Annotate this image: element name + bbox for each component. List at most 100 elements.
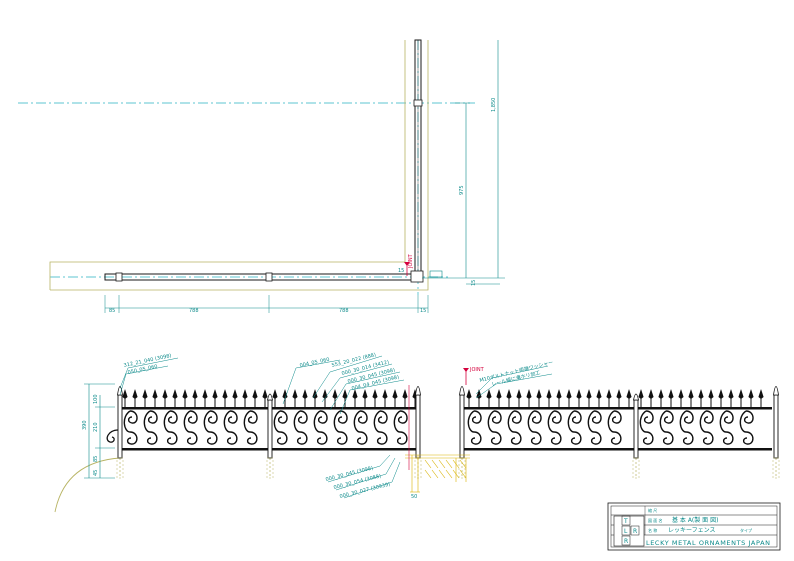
small-dim: 50 <box>411 494 417 500</box>
scroll-lower <box>547 410 562 445</box>
scroll-upper <box>207 410 218 424</box>
bottom-rail <box>120 448 270 451</box>
tb-row2-label: 図 面 名 <box>648 517 663 523</box>
ground-arc <box>54 457 121 513</box>
post-footing <box>632 457 640 479</box>
spear-head <box>302 389 308 399</box>
spear-head <box>272 389 278 399</box>
scroll-lower <box>567 410 582 445</box>
company-logo: T L R R <box>613 515 645 547</box>
scroll-upper <box>337 410 348 424</box>
dim-vertical-small: 15 <box>471 280 477 286</box>
scroll-lower <box>507 410 522 445</box>
spear-head <box>748 389 754 399</box>
spear-head <box>352 389 358 399</box>
scroll-upper <box>247 410 258 424</box>
spear-head <box>688 389 694 399</box>
post-finial <box>633 393 639 401</box>
spear-head <box>586 389 592 399</box>
top-rail <box>120 407 270 410</box>
tb-row1-label: 縮 尺 <box>648 507 657 513</box>
spear-head <box>698 389 704 399</box>
elev-joint-label: JOINT <box>469 367 485 373</box>
scroll-lower <box>393 410 408 445</box>
post-finial <box>459 386 465 396</box>
spear-head <box>506 389 512 399</box>
scroll-lower <box>353 410 368 445</box>
spear-head <box>222 389 228 399</box>
fence-post <box>773 394 779 459</box>
spear-head <box>606 389 612 399</box>
plan-post-corner <box>410 270 424 283</box>
plan-post-left <box>115 272 123 282</box>
scroll-lower <box>123 410 138 445</box>
spear-head <box>292 389 298 399</box>
spear-head <box>242 389 248 399</box>
logo-letter-4: R <box>624 538 628 545</box>
post-footing <box>266 457 274 479</box>
spear-head <box>596 389 602 399</box>
scroll-upper <box>471 410 482 424</box>
scroll-upper <box>147 410 158 424</box>
spear-head <box>516 389 522 399</box>
fence-post <box>459 394 465 459</box>
spear-head <box>486 389 492 399</box>
fence-post <box>633 399 639 459</box>
spear-head <box>152 389 158 399</box>
scroll-upper <box>127 410 138 424</box>
scroll-upper <box>317 410 328 424</box>
spear-head <box>262 389 268 399</box>
scroll-lower <box>333 410 348 445</box>
spear-head <box>332 389 338 399</box>
spear-head <box>526 389 532 399</box>
dim-bottom: 85 <box>93 456 99 462</box>
scroll-upper <box>591 410 602 424</box>
top-rail <box>464 407 636 410</box>
spear-head <box>758 389 764 399</box>
spear-head <box>678 389 684 399</box>
scroll-upper <box>703 410 714 424</box>
tb-company: LECKY METAL ORNAMENTS JAPAN <box>646 539 771 547</box>
dim-h-seg2: 788 <box>339 308 349 314</box>
plan-post-top <box>413 99 423 107</box>
scroll-lower <box>587 410 602 445</box>
spear-head <box>718 389 724 399</box>
scroll-upper <box>167 410 178 424</box>
dim-corner-small: 15 <box>398 268 404 274</box>
spear-head <box>202 389 208 399</box>
dim-h-right: 15 <box>420 308 426 314</box>
elevation-view: 390 100 210 85 45 50 JOINT <box>54 352 780 513</box>
scroll-upper <box>511 410 522 424</box>
scroll-upper <box>377 410 388 424</box>
dim-h-seg1: 788 <box>189 308 199 314</box>
post-footing <box>772 457 780 479</box>
spear-head <box>372 389 378 399</box>
bottom-rail <box>636 448 772 451</box>
base-outline-inner <box>50 40 429 291</box>
scroll-lower <box>203 410 218 445</box>
ground-hatching <box>405 454 470 493</box>
fence-post <box>117 394 123 459</box>
spear-head <box>556 389 562 399</box>
spear-head <box>708 389 714 399</box>
scroll-lower <box>679 410 694 445</box>
spear-head <box>566 389 572 399</box>
post-finial <box>415 386 421 396</box>
scroll-upper <box>491 410 502 424</box>
dim-mid: 210 <box>93 422 99 432</box>
scroll-upper <box>551 410 562 424</box>
fence-panels <box>106 386 780 479</box>
scroll-lower <box>719 410 734 445</box>
spear-head <box>322 389 328 399</box>
tb-row3-label: 名 称 <box>648 527 657 533</box>
scroll-lower <box>163 410 178 445</box>
dim-bottom2: 45 <box>93 470 99 476</box>
scroll-lower <box>243 410 258 445</box>
scroll-upper <box>663 410 674 424</box>
scroll-lower <box>699 410 714 445</box>
callout-mid-1: 004_05_060 <box>299 357 330 369</box>
spear-head <box>402 389 408 399</box>
spear-head <box>648 389 654 399</box>
spear-head <box>132 389 138 399</box>
